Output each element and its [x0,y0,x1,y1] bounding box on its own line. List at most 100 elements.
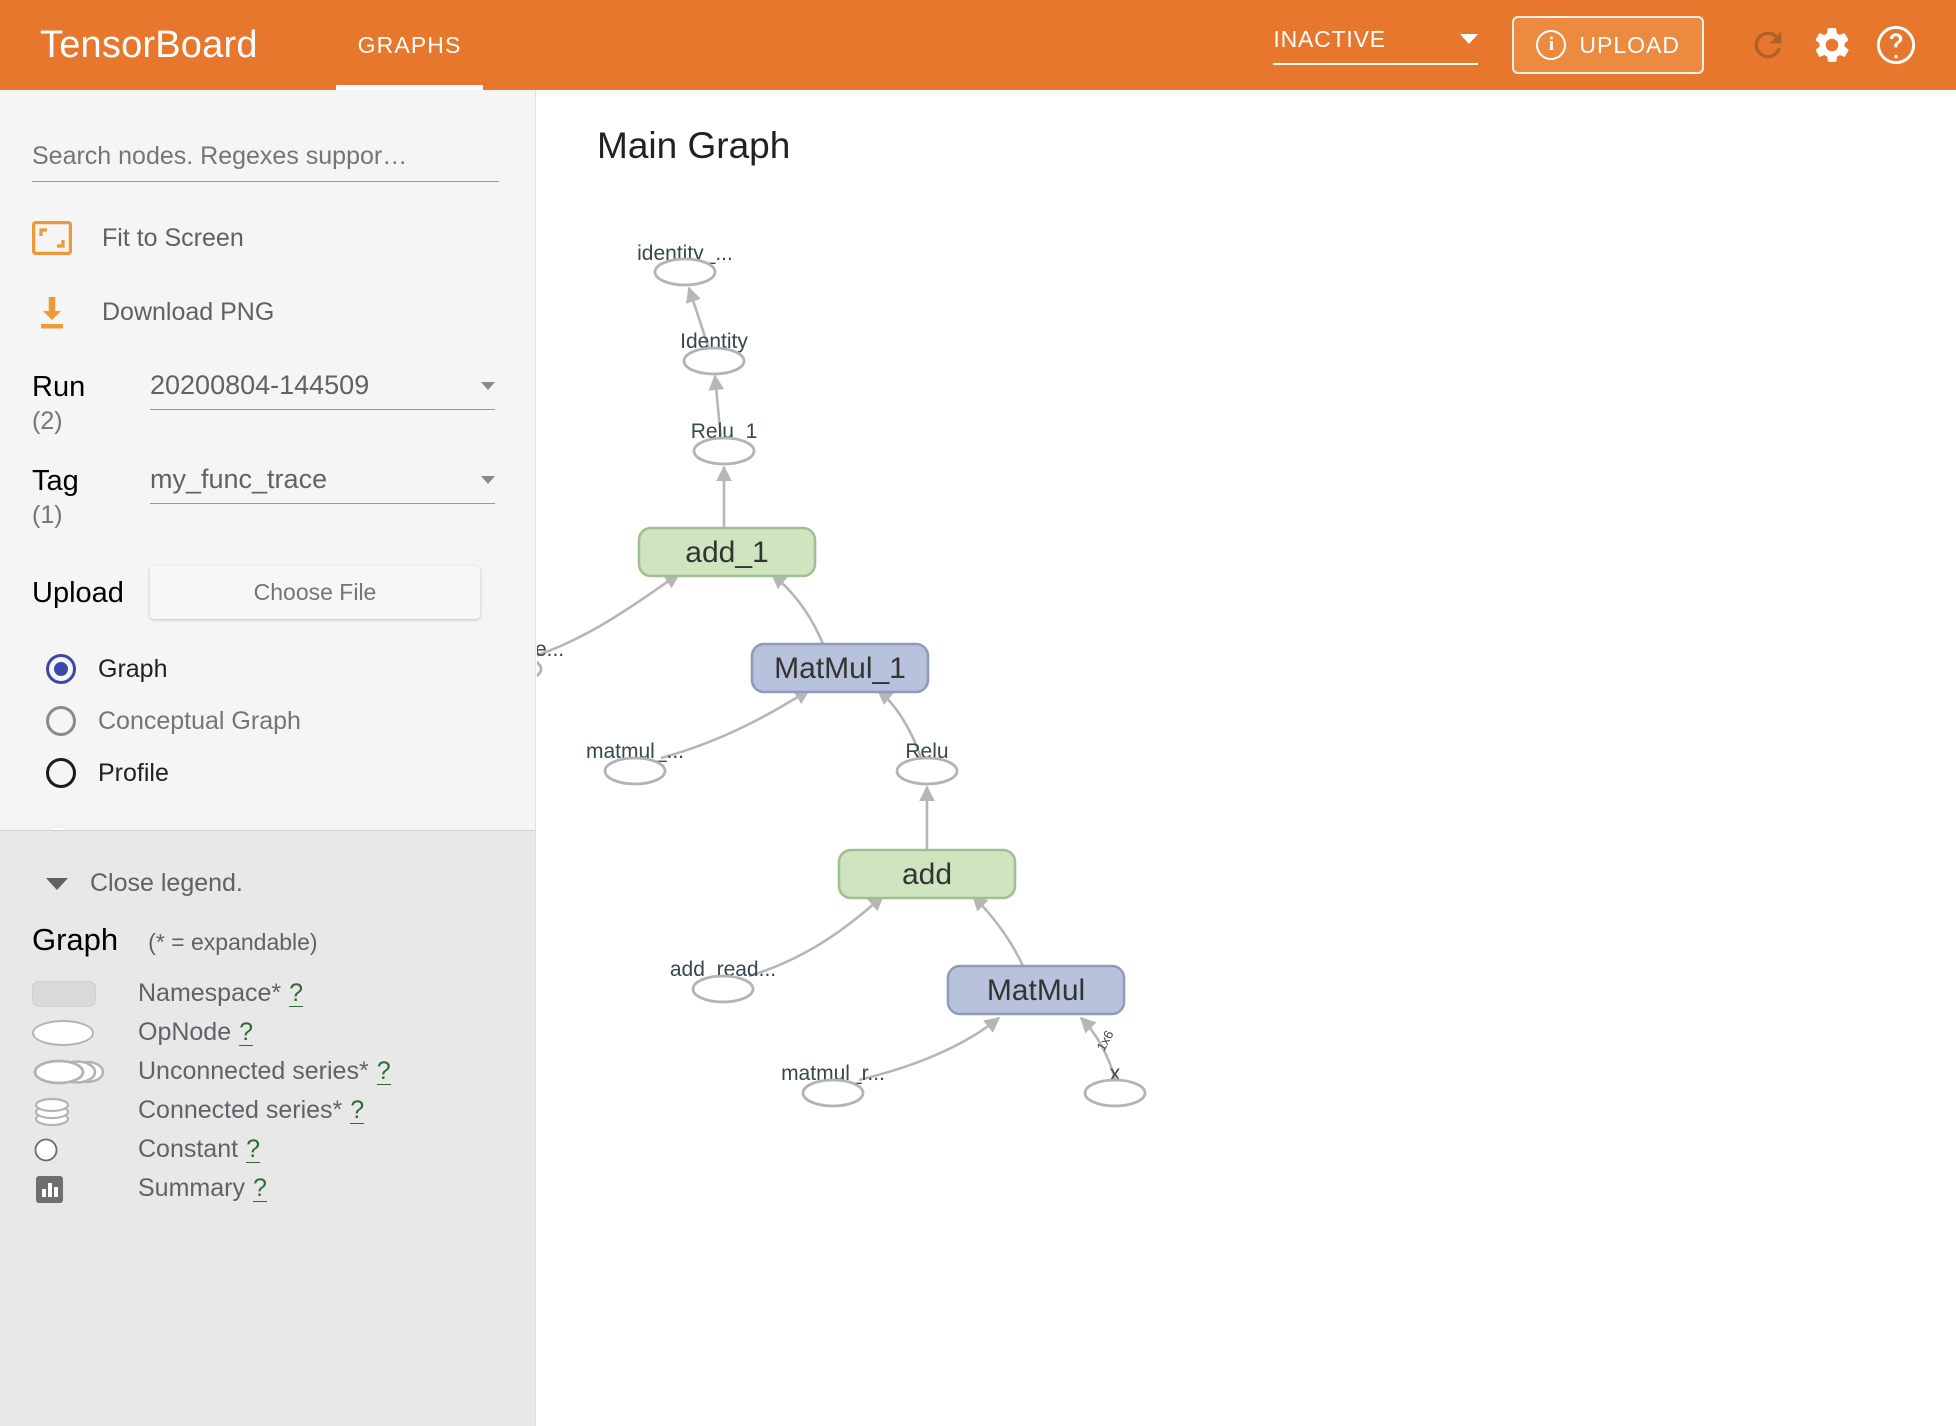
graph-node-add-readvariableop[interactable]: add_read... [670,958,776,1004]
graph-node-relu-1[interactable]: Relu_1 [691,420,758,466]
legend-item-namespace: Namespace* ? [32,974,535,1013]
legend-hint: (* = expandable) [148,929,318,955]
chevron-down-icon [1460,34,1479,44]
help-icon[interactable] [1870,19,1922,71]
chevron-down-icon [481,381,495,390]
graph-svg[interactable]: 1x6 identity_... Identity Relu_1 [537,90,1956,1426]
summary-glyph-icon [32,1169,138,1208]
legend-item-opnode-label: OpNode [138,1018,232,1046]
radio-conceptual-graph-label: Conceptual Graph [98,706,301,735]
legend-item-summary-label: Summary [138,1174,245,1202]
edge-label-x-to-matmul: 1x6 [1093,1028,1116,1054]
page-title: Main Graph [597,125,791,166]
gear-icon[interactable] [1806,19,1858,71]
namespace-glyph-icon [32,974,138,1013]
nav-tabs: GRAPHS [335,0,484,90]
help-link-icon[interactable]: ? [350,1095,365,1125]
constant-glyph-icon [32,1130,138,1169]
run-select[interactable]: 20200804-144509 [150,370,495,410]
fit-to-screen-button[interactable]: Fit to Screen [32,206,535,270]
graph-node-add-readvariableop-label: add_read... [670,958,776,981]
legend-title: Graph [32,922,119,957]
edge-matmul-to-add [971,894,1025,967]
download-icon [32,292,94,332]
radio-conceptual-graph-indicator [46,706,76,736]
edge-matmul1-to-add1 [770,572,825,645]
tag-select-value: my_func_trace [150,464,328,494]
run-status-dropdown[interactable]: INACTIVE [1273,25,1479,65]
connected-series-glyph-icon [32,1091,138,1130]
graph-node-matmul-1-label: MatMul_1 [774,652,906,685]
run-status-value: INACTIVE [1273,25,1386,52]
upload-button-label: UPLOAD [1579,31,1680,58]
tag-label-block: Tag (1) [32,464,150,532]
tag-select[interactable]: my_func_trace [150,464,495,504]
graph-canvas[interactable]: Main Graph 1 [537,90,1956,1426]
graph-node-x[interactable]: x [1083,1062,1147,1108]
help-link-icon[interactable]: ? [289,978,304,1008]
upload-row: Upload Choose File [32,566,535,619]
radio-profile-label: Profile [98,758,169,787]
edge-identity-to-identityout [685,286,712,353]
upload-button[interactable]: i UPLOAD [1512,16,1704,74]
radio-profile-indicator [46,758,76,788]
refresh-icon[interactable] [1742,19,1794,71]
graph-node-add-1[interactable]: add_1 [637,526,817,578]
graph-node-add-1-label: add_1 [685,536,768,569]
edge-matmulread-to-matmul1 [660,688,811,760]
legend-item-summary: Summary ? [32,1169,535,1208]
radio-graph-label: Graph [98,654,168,683]
graph-node-matmul-readvariableop-1[interactable]: matmul_r... [781,1062,885,1108]
radio-conceptual-graph[interactable]: Conceptual Graph [46,695,535,747]
run-selector-row: Run (2) 20200804-144509 [32,370,535,438]
header-actions: INACTIVE i UPLOAD [1273,16,1922,74]
graph-node-relu-label: Relu [905,740,948,763]
graph-nodes: identity_... Identity Relu_1 add_1 [537,242,1147,1108]
radio-graph[interactable]: Graph [46,643,535,695]
graph-node-add-1-readvariableop[interactable]: add_1_re... [537,638,564,682]
legend-item-opnode: OpNode ? [32,1013,535,1052]
tag-count: (1) [32,501,63,529]
help-link-icon[interactable]: ? [252,1173,267,1203]
graph-node-add-1-readvariableop-label: add_1_re... [537,638,564,661]
help-link-icon[interactable]: ? [246,1134,260,1164]
info-icon: i [1536,30,1567,60]
radio-graph-indicator [46,654,76,684]
download-png-button[interactable]: Download PNG [32,280,535,344]
choose-file-button[interactable]: Choose File [150,566,480,619]
graph-node-matmul[interactable]: MatMul [946,964,1126,1016]
radio-profile[interactable]: Profile [46,747,535,799]
tab-graphs[interactable]: GRAPHS [335,0,484,90]
edge-matmulread1-to-matmul [858,1016,1001,1082]
chevron-down-icon [46,877,68,890]
close-legend-button[interactable]: Close legend. [46,869,535,898]
graph-node-matmul-1[interactable]: MatMul_1 [750,642,930,694]
graph-node-relu[interactable]: Relu [895,740,959,786]
legend-item-connected-series-label: Connected series* [138,1096,343,1124]
graph-node-add[interactable]: add [837,848,1017,900]
graph-node-identity[interactable]: Identity [680,330,748,376]
fit-to-screen-icon [32,221,94,255]
run-count: (2) [32,407,63,435]
help-link-icon[interactable]: ? [376,1056,391,1086]
close-legend-label: Close legend. [90,869,243,897]
download-png-label: Download PNG [102,297,275,326]
graph-node-identity-out[interactable]: identity_... [637,242,733,287]
graph-node-matmul-readvariableop-1-label: matmul_r... [781,1062,885,1085]
edge-addreadvar-to-add1 [537,572,681,657]
app-brand: TensorBoard [40,23,258,66]
upload-label: Upload [32,576,124,609]
search-input[interactable] [32,142,499,182]
search-field-wrap [32,142,499,182]
graph-node-x-label: x [1110,1062,1121,1085]
edge-x-to-matmul [1079,1016,1117,1081]
legend-item-unconnected-series: Unconnected series* ? [32,1052,535,1091]
app-header: TensorBoard GRAPHS INACTIVE i UPLOAD [0,0,1956,90]
graph-node-matmul-label: MatMul [987,974,1085,1007]
legend-item-connected-series: Connected series* ? [32,1091,535,1130]
help-link-icon[interactable]: ? [239,1017,254,1047]
tag-selector-row: Tag (1) my_func_trace [32,464,535,532]
graph-node-matmul-readvariableop[interactable]: matmul_... [586,740,684,786]
run-select-value: 20200804-144509 [150,370,370,400]
